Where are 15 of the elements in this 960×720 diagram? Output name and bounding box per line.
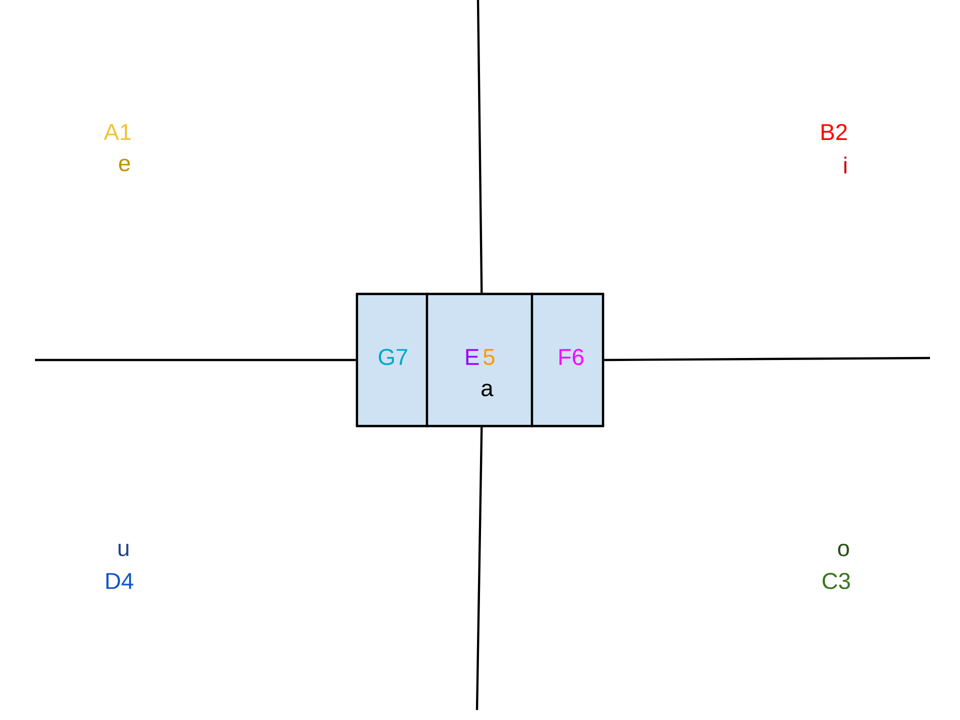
corner-label: u <box>118 544 128 556</box>
line <box>35 358 356 362</box>
corner-label: A1 <box>104 124 131 140</box>
line <box>604 356 930 362</box>
cell: E 5 a <box>426 292 534 428</box>
line <box>476 0 483 293</box>
corner-label: i <box>844 156 846 174</box>
cell: G7 <box>356 292 428 428</box>
corner-label: o <box>838 544 849 556</box>
corner-label: D4 <box>106 573 134 589</box>
corner-label: C3 <box>822 572 850 590</box>
corner-label: e <box>119 158 130 172</box>
line <box>476 427 483 710</box>
cell: F6 <box>530 292 604 428</box>
corner-label: B2 <box>822 124 847 140</box>
